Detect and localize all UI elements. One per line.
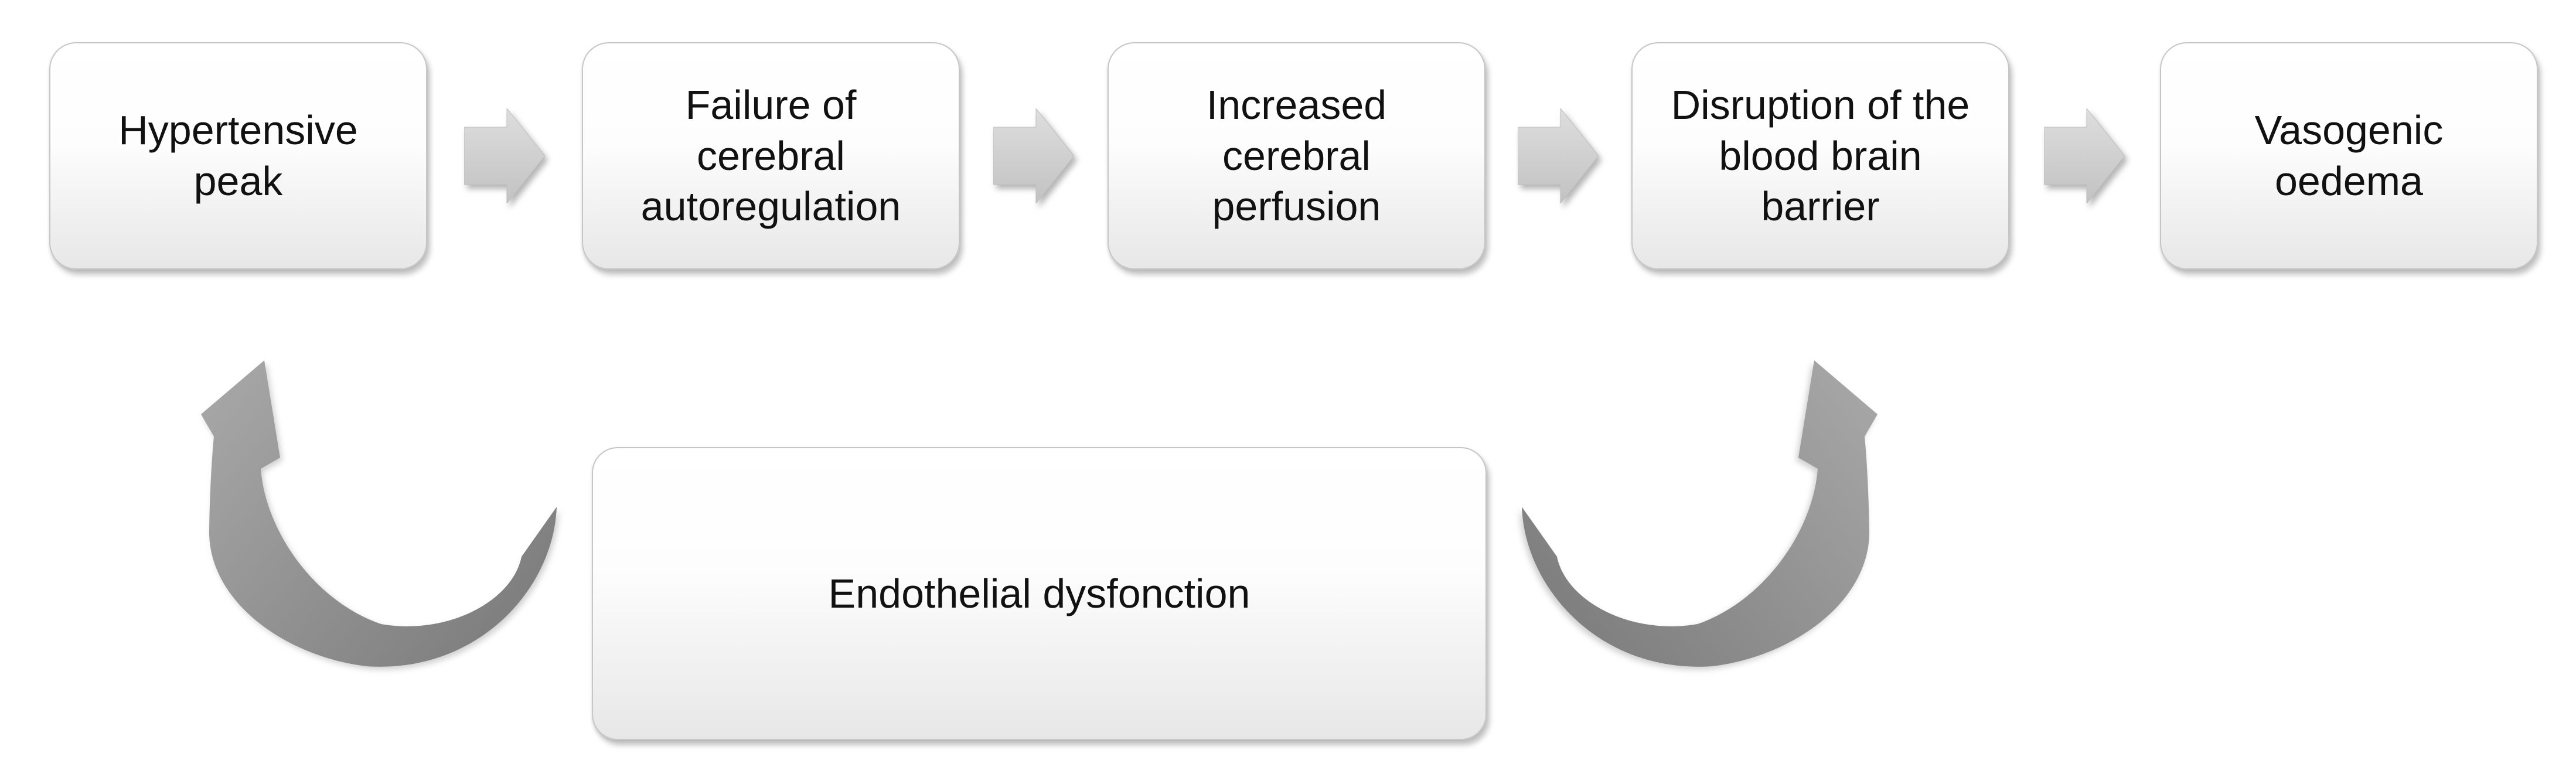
- right-block-arrow-icon: [1518, 108, 1599, 203]
- flow-box-increased-perfusion: Increased cerebral perfusion: [1108, 42, 1485, 270]
- curved-up-arrow-icon: [201, 360, 557, 667]
- right-block-arrow-icon: [464, 108, 545, 203]
- flow-box-vasogenic-oedema: Vasogenic oedema: [2160, 42, 2538, 270]
- right-block-arrow-icon: [2044, 108, 2125, 203]
- flow-box-label: Disruption of the blood brain barrier: [1671, 81, 1970, 230]
- flow-box-label: Failure of cerebral autoregulation: [640, 81, 901, 230]
- flow-box-failure-autoregulation: Failure of cerebral autoregulation: [582, 42, 960, 270]
- flow-box-label: Vasogenic oedema: [2254, 107, 2444, 204]
- flow-box-bbb-disruption: Disruption of the blood brain barrier: [1631, 42, 2009, 270]
- curved-up-arrow-icon: [1522, 360, 1878, 667]
- flow-box-label: Hypertensive peak: [118, 107, 358, 204]
- flow-box-label: Endothelial dysfonction: [828, 570, 1250, 616]
- right-block-arrow-icon: [993, 108, 1074, 203]
- flow-box-endothelial-dysfonction: Endothelial dysfonction: [592, 447, 1487, 740]
- flow-box-hypertensive-peak: Hypertensive peak: [49, 42, 427, 270]
- flow-box-label: Increased cerebral perfusion: [1206, 81, 1387, 230]
